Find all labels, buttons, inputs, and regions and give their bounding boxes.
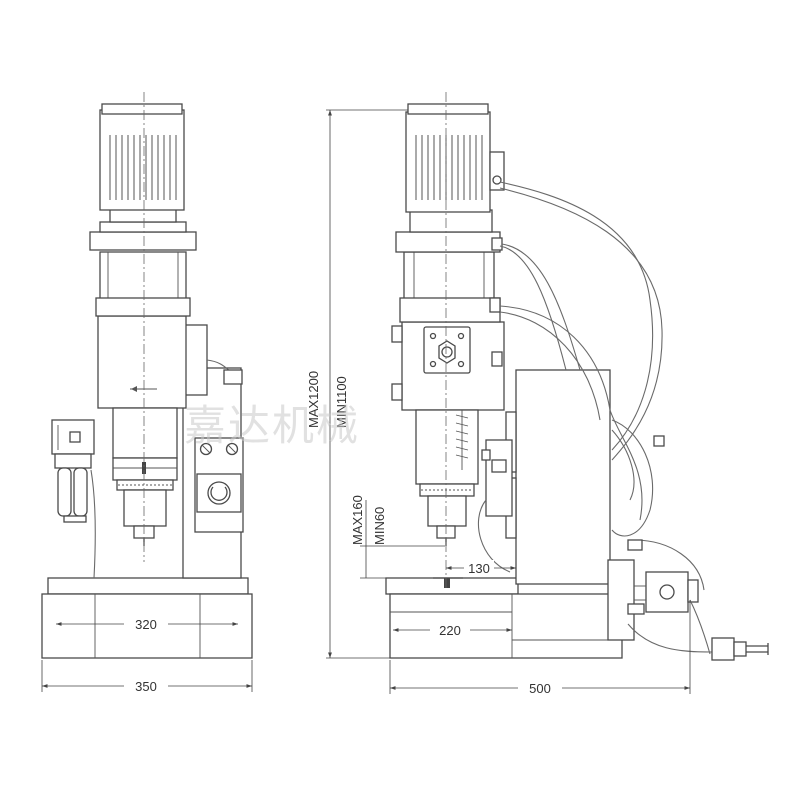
front-base-top (47, 577, 249, 595)
side-base (389, 593, 623, 659)
main-switch-knob (207, 481, 231, 505)
dim-350-label: 350 (135, 679, 157, 694)
dim-height-max-label: MAX1200 (306, 371, 321, 428)
dim-stroke-min-label: MIN60 (372, 507, 387, 545)
air-hose (689, 599, 711, 655)
front-chuck (123, 489, 167, 527)
dim-stroke-max-label: MAX160 (350, 495, 365, 545)
front-flange (89, 231, 197, 251)
side-base-top (385, 577, 519, 595)
front-view: 320 350 (41, 92, 253, 695)
front-quill (112, 407, 178, 459)
side-chuck (427, 495, 467, 527)
dim-height-min-label: MIN1100 (334, 376, 349, 428)
side-housing (403, 251, 495, 301)
air-connector (711, 637, 735, 661)
dim-320-label: 320 (135, 617, 157, 632)
dim-220-label: 220 (439, 623, 461, 638)
pneumatic-valve (645, 571, 689, 613)
dim-500-label: 500 (529, 681, 551, 696)
side-column (515, 369, 611, 585)
front-motor (99, 109, 185, 211)
front-chuck-ring (116, 479, 174, 491)
side-quill (415, 409, 479, 485)
head-plate (423, 326, 471, 374)
dim-130-label: 130 (468, 561, 490, 576)
flange-hose (501, 243, 581, 371)
terminal-box (223, 369, 243, 385)
valve-body (607, 559, 635, 641)
knob-right (225, 442, 239, 456)
junction-box (184, 324, 208, 396)
front-head (97, 315, 187, 409)
adjust-nut (438, 340, 456, 364)
watermark: 嘉达机械 (184, 401, 360, 450)
front-housing (99, 251, 187, 301)
knob-left (199, 442, 213, 456)
motor-cable (499, 181, 654, 451)
side-flange (395, 231, 501, 253)
side-motor (405, 111, 491, 213)
side-view: MAX1200 MIN1100 MAX160 MIN60 (306, 92, 769, 697)
